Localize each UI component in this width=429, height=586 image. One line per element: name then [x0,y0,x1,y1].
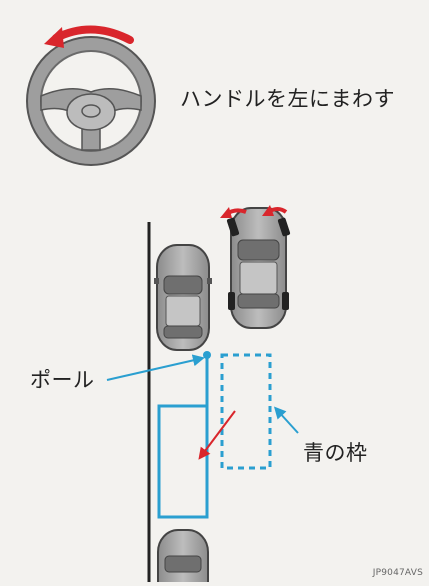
wheel-turn-arrowhead-right [262,205,274,216]
own-car [226,207,291,329]
pole-point [203,351,211,359]
pole-pointer-line [106,354,205,381]
direction-arrow [198,410,236,460]
instruction-text: ハンドルを左にまわす [180,87,395,111]
blue-frame-label: 青の枠 [303,441,368,465]
blue-dashed-frame [220,353,272,470]
image-code: JP9047AVS [372,568,423,578]
parked-car-rear [157,529,209,586]
pole-label: ポール [30,368,95,392]
rotate-left-arrowhead [44,27,64,48]
steering-wheel-icon [26,36,156,166]
parking-space-guide [157,351,211,519]
frame-pointer-line [273,406,299,434]
parked-car-front [154,244,212,351]
wheel-turn-arrowhead-left [220,207,232,218]
